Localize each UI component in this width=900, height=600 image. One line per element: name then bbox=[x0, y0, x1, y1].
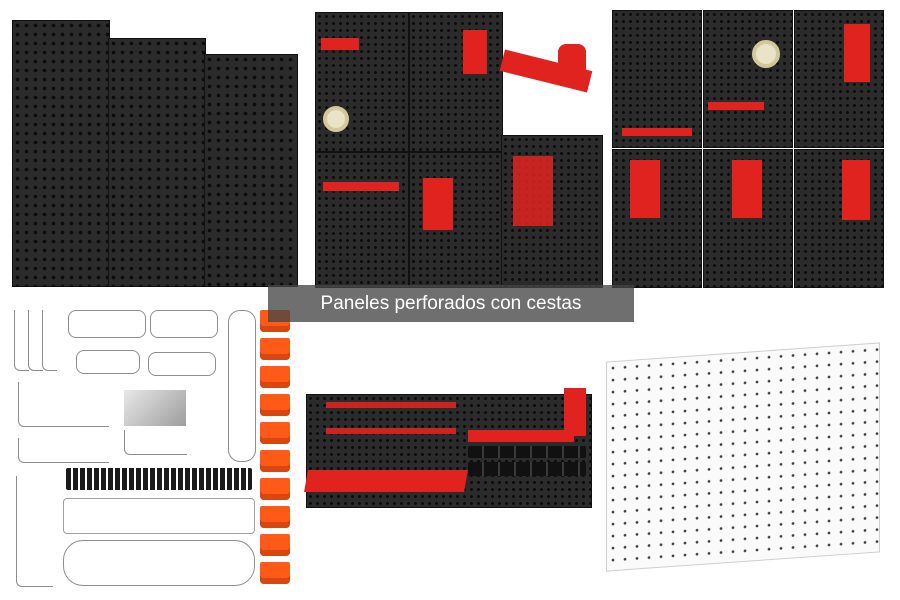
grid-red-holder-3 bbox=[732, 160, 762, 218]
wide-black-bin-row-2 bbox=[468, 462, 586, 476]
grid-red-holder-1 bbox=[844, 24, 870, 82]
photo-red-black-pegboard[interactable] bbox=[313, 10, 603, 288]
hook-row-2 bbox=[18, 438, 109, 463]
grid-tape-roll bbox=[752, 40, 780, 68]
orange-bin-8 bbox=[260, 506, 290, 528]
spring-clips bbox=[16, 476, 53, 587]
wide-red-clips-2 bbox=[326, 428, 456, 434]
red-rail bbox=[513, 156, 553, 226]
double-hook bbox=[124, 430, 187, 455]
hook-3 bbox=[42, 310, 57, 371]
wide-black-bin-row-1 bbox=[468, 446, 586, 458]
orange-bin-4 bbox=[260, 394, 290, 416]
pegboard-top-middle bbox=[409, 12, 503, 152]
grid-panel-2 bbox=[703, 10, 793, 148]
wide-red-bin-column bbox=[564, 388, 586, 436]
ring-hooks bbox=[228, 310, 256, 462]
photo-wide-pegboard[interactable] bbox=[304, 388, 592, 508]
orange-bin-2 bbox=[260, 338, 290, 360]
photo-hooks-and-bins[interactable] bbox=[8, 300, 298, 595]
wire-loops-row bbox=[63, 540, 255, 586]
red-wrench-holder bbox=[321, 38, 359, 50]
pegboard-top-left bbox=[315, 12, 409, 152]
grid-red-bar-1 bbox=[708, 102, 764, 110]
grid-panel-6 bbox=[794, 149, 884, 288]
orange-bin-5 bbox=[260, 422, 290, 444]
hook-cluster-2 bbox=[150, 310, 218, 338]
hook-2 bbox=[28, 310, 43, 371]
pegboard-panel-middle bbox=[108, 38, 206, 287]
hook-row-1 bbox=[18, 382, 109, 427]
black-hook-strip bbox=[66, 468, 252, 490]
wide-red-bin-row bbox=[468, 430, 574, 442]
orange-bin-10 bbox=[260, 562, 290, 584]
wide-red-tray bbox=[304, 470, 468, 492]
hook-cluster-3 bbox=[76, 350, 140, 374]
red-tool-holder bbox=[463, 30, 487, 74]
red-hook-accessory bbox=[558, 44, 586, 74]
orange-bin-6 bbox=[260, 450, 290, 472]
hook-cluster-4 bbox=[148, 352, 216, 376]
pegboard-panel-left bbox=[12, 20, 110, 287]
tape-roll bbox=[323, 106, 349, 132]
red-screwdriver-holder bbox=[423, 178, 453, 230]
photo-white-pegboard[interactable] bbox=[606, 342, 880, 572]
caption-banner: Paneles perforados con cestas bbox=[268, 285, 634, 322]
orange-bin-9 bbox=[260, 534, 290, 556]
pegboard-panel-right bbox=[204, 54, 298, 287]
grid-red-holder-4 bbox=[842, 160, 870, 220]
grid-red-holder-2 bbox=[630, 160, 660, 218]
grid-panel-1 bbox=[612, 10, 702, 148]
orange-bin-7 bbox=[260, 478, 290, 500]
hook-cluster-1 bbox=[68, 310, 146, 338]
red-bar bbox=[323, 182, 399, 191]
photo-pegboard-grid[interactable] bbox=[612, 10, 884, 288]
wide-red-clips bbox=[326, 402, 456, 408]
pegboard-bottom-left bbox=[315, 152, 409, 288]
grid-red-bar-2 bbox=[622, 128, 692, 136]
pegboard-bottom-middle bbox=[409, 152, 503, 288]
hook-1 bbox=[14, 310, 29, 371]
caption-text: Paneles perforados con cestas bbox=[320, 292, 582, 314]
photo-black-pegboard[interactable] bbox=[12, 20, 298, 287]
wire-frame bbox=[63, 498, 255, 534]
metal-shelf bbox=[124, 390, 186, 426]
orange-bin-3 bbox=[260, 366, 290, 388]
grid-panel-3 bbox=[794, 10, 884, 148]
